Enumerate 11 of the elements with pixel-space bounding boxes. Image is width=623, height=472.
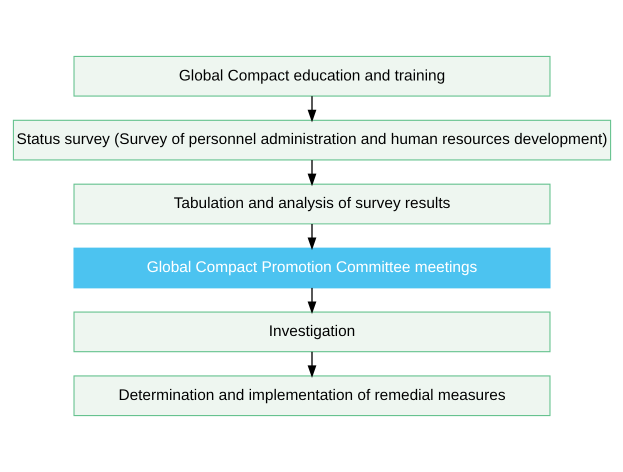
node-box: Tabulation and analysis of survey results [72,184,550,224]
node-box: Determination and implementation of remedial measures [72,375,550,416]
arrow [307,96,316,122]
arrow [307,160,316,186]
arrow [307,288,316,314]
node-box: Global Compact education and training [72,56,550,97]
node-box: Investigation [72,311,550,352]
node-box: Status survey (Survey of personnel administration and human resources development) [12,120,611,161]
node-box: Global Compact Promotion Committee meetings [72,248,550,288]
arrow [307,352,316,378]
arrow [307,224,316,250]
